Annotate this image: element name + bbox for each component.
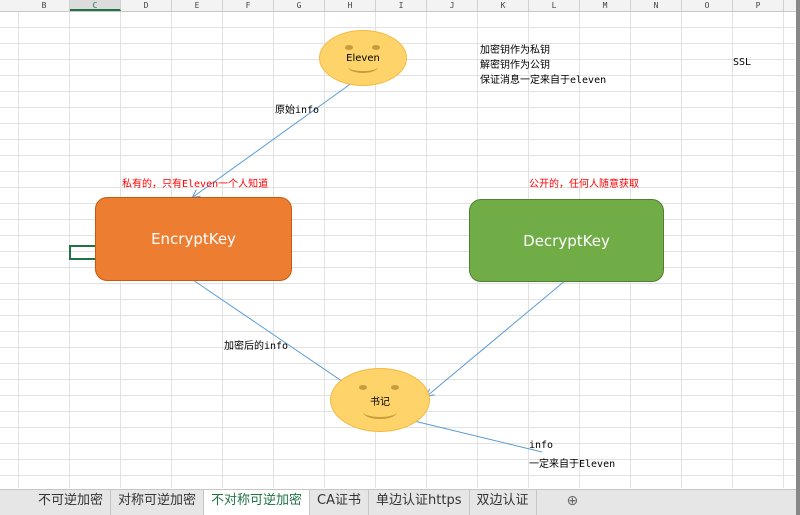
column-header-G[interactable]: G [274,0,325,11]
decrypt-key-label: DecryptKey [523,231,610,250]
encrypt-key-box[interactable]: EncryptKey [95,197,292,281]
sheet-tab-1[interactable]: 对称可逆加密 [111,490,205,515]
add-sheet-icon[interactable]: ⊕ [566,493,579,509]
label-encrypted-info: 加密后的info [224,341,289,352]
sheet-tab-3[interactable]: CA证书 [310,490,370,515]
arrow-encrypt-to-receiver [192,279,355,390]
sheet-tab-2[interactable]: 不对称可逆加密 [204,490,311,515]
note-ssl: SSL [733,57,752,68]
label-public: 公开的，任何人随意获取 [529,179,639,190]
column-header-L[interactable]: L [529,0,580,11]
sender-label: Eleven [346,52,380,64]
decrypt-key-box[interactable]: DecryptKey [469,199,664,282]
receiver-smiley[interactable]: 书记 [330,368,430,432]
column-header-H[interactable]: H [325,0,376,11]
column-header-N[interactable]: N [631,0,682,11]
column-header-J[interactable]: J [427,0,478,11]
column-header-B[interactable]: B [19,0,70,11]
sheet-tab-5[interactable]: 双边认证 [470,490,537,515]
column-header-M[interactable]: M [580,0,631,11]
note-line3: 保证消息一定来自于eleven [480,75,607,86]
column-header-F[interactable]: F [223,0,274,11]
column-header-O[interactable]: O [682,0,733,11]
sender-smiley[interactable]: Eleven [319,30,407,86]
note-line2: 解密钥作为公钥 [480,60,550,71]
label-result1: info [529,440,554,451]
column-header-P[interactable]: P [733,0,784,11]
sheet-tab-0[interactable]: 不可逆加密 [31,490,112,515]
label-private: 私有的，只有Eleven一个人知道 [122,179,269,190]
column-header-K[interactable]: K [478,0,529,11]
encrypt-key-label: EncryptKey [151,230,236,248]
label-original-info: 原始info [275,105,320,116]
note-line1: 加密钥作为私钥 [480,45,550,56]
window-edge [796,0,800,515]
line-receiver-to-result [413,420,543,453]
label-result2: 一定来自于Eleven [529,459,616,470]
arrow-sender-to-encrypt [193,79,357,197]
sheet-tab-4[interactable]: 单边认证https [369,490,470,515]
receiver-label: 书记 [370,396,390,408]
column-header-C[interactable]: C [70,0,121,11]
arrow-decrypt-to-receiver [427,279,567,396]
column-header-I[interactable]: I [376,0,427,11]
column-header-E[interactable]: E [172,0,223,11]
column-header-D[interactable]: D [121,0,172,11]
